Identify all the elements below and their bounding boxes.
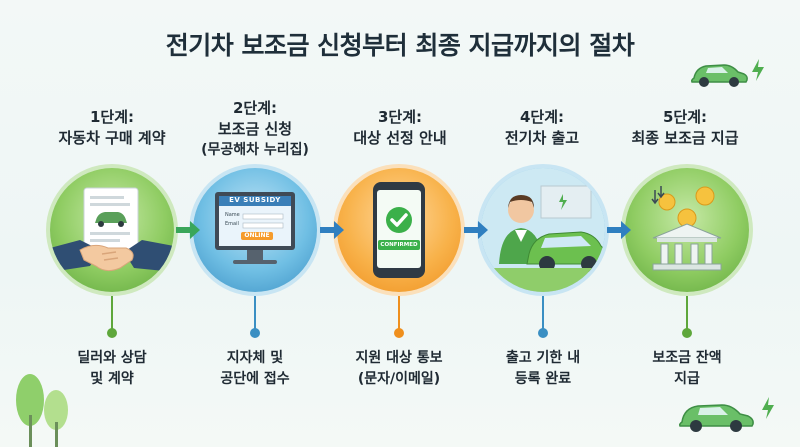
- step2-description: 지자체 및 공단에 접수: [180, 348, 330, 390]
- confirmed-badge: CONFIRMED: [380, 242, 418, 248]
- step5-circle: [625, 168, 749, 292]
- step1-circle: [50, 168, 174, 292]
- step3-number: 3단계:: [377, 108, 423, 126]
- step1-dot: [107, 328, 117, 338]
- step3-description: 지원 대상 통보 (문자/이메일): [324, 348, 474, 390]
- step5-desc-line1: 보조금 잔액: [652, 350, 722, 366]
- screen-name-label: Name: [225, 212, 240, 218]
- step2-desc-line2: 공단에 접수: [220, 371, 290, 387]
- step4-title: 4단계: 전기차 출고: [467, 107, 617, 149]
- arrow-2-icon: [320, 221, 344, 239]
- step4-description: 출고 기한 내 등록 완료: [468, 348, 618, 390]
- step1-number: 1단계:: [89, 108, 135, 126]
- step4-circle: [481, 168, 605, 292]
- step4-name: 전기차 출고: [504, 129, 580, 147]
- lightning-icon: [752, 59, 764, 81]
- step3-circle: [337, 168, 461, 292]
- step1-description: 딜러와 상담 및 계약: [37, 348, 187, 390]
- step5-description: 보조금 잔액 지급: [612, 348, 762, 390]
- page-title: 전기차 보조금 신청부터 최종 지급까지의 절차: [165, 31, 635, 60]
- tree-icon: [16, 374, 68, 447]
- step3-dot: [394, 328, 404, 338]
- step3-name: 대상 선정 안내: [353, 129, 447, 147]
- phone-confirmed-icon: [373, 182, 425, 278]
- step4-number: 4단계:: [519, 108, 565, 126]
- arrow-3-icon: [464, 221, 488, 239]
- step3-desc-line2: (문자/이메일): [357, 371, 441, 387]
- step4-desc-line2: 등록 완료: [514, 371, 572, 387]
- screen-email-label: Email: [225, 221, 239, 227]
- bank-coins-icon: [651, 186, 722, 271]
- step5-dot: [682, 328, 692, 338]
- step2-dot: [250, 328, 260, 338]
- step2-subtitle: (무공해차 누리집): [201, 142, 309, 158]
- step5-title: 5단계: 최종 보조금 지급: [610, 107, 760, 149]
- step2-circle: [193, 168, 317, 292]
- step3-title: 3단계: 대상 선정 안내: [325, 107, 475, 149]
- step5-connector: [686, 296, 688, 330]
- step1-title: 1단계: 자동차 구매 계약: [37, 107, 187, 149]
- step2-number: 2단계:: [232, 99, 278, 117]
- arrow-4-icon: [607, 221, 631, 239]
- step3-connector: [398, 296, 400, 330]
- handshake-contract-icon: [50, 187, 174, 272]
- step4-connector: [542, 296, 544, 330]
- step5-name: 최종 보조금 지급: [631, 129, 739, 147]
- screen-online-button: ONLINE: [244, 232, 270, 239]
- step2-title: 2단계: 보조금 신청 (무공해차 누리집): [180, 98, 330, 161]
- driver-with-car-icon: [481, 168, 605, 292]
- computer-application-icon: [215, 192, 295, 264]
- step2-name: 보조금 신청: [217, 120, 293, 138]
- step3-desc-line1: 지원 대상 통보: [355, 350, 443, 366]
- step4-dot: [538, 328, 548, 338]
- step1-desc-line1: 딜러와 상담: [77, 350, 147, 366]
- step1-desc-line2: 및 계약: [90, 371, 134, 387]
- ev-car-icon: [679, 404, 754, 432]
- lightning-icon: [762, 397, 774, 419]
- step1-name: 자동차 구매 계약: [58, 129, 166, 147]
- ev-car-icon: [691, 64, 748, 87]
- arrow-1-icon: [176, 221, 200, 239]
- step5-number: 5단계:: [662, 108, 708, 126]
- step2-desc-line1: 지자체 및: [226, 350, 284, 366]
- step5-desc-line2: 지급: [674, 371, 700, 387]
- screen-header: EV SUBSIDY: [229, 196, 281, 204]
- step1-connector: [111, 296, 113, 330]
- step2-connector: [254, 296, 256, 330]
- step4-desc-line1: 출고 기한 내: [505, 350, 581, 366]
